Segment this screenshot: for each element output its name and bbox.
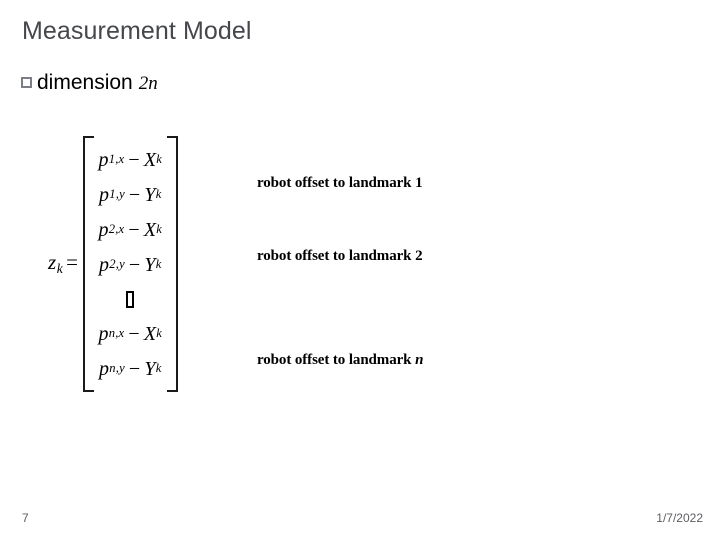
row-base-subscript: 1,y bbox=[109, 187, 125, 202]
lhs-variable: z bbox=[48, 250, 57, 275]
bullet-item-math: 2n bbox=[138, 73, 158, 94]
annotation-landmark-n: robot offset to landmark n bbox=[257, 352, 423, 369]
row-term: X bbox=[143, 322, 157, 345]
row-term: X bbox=[143, 148, 157, 171]
page-title: Measurement Model bbox=[22, 17, 252, 45]
annotation-text: robot offset to landmark bbox=[257, 248, 416, 264]
row-term: Y bbox=[144, 183, 156, 206]
vertical-ellipsis-missing-glyph-icon bbox=[126, 290, 135, 308]
annotation-index: n bbox=[415, 352, 424, 368]
row-base-subscript: 2,y bbox=[109, 257, 125, 272]
row-operator: − bbox=[128, 148, 140, 171]
annotation-index: 1 bbox=[415, 175, 423, 191]
row-term-subscript: k bbox=[156, 326, 163, 341]
row-term-subscript: k bbox=[156, 152, 163, 167]
row-base-subscript: n,x bbox=[108, 326, 125, 341]
row-term: X bbox=[143, 218, 157, 241]
row-term-subscript: k bbox=[155, 361, 162, 376]
footer-page-number: 7 bbox=[22, 511, 29, 525]
annotation-landmark-2: robot offset to landmark 2 bbox=[257, 248, 423, 265]
row-term: Y bbox=[144, 253, 156, 276]
row-operator: − bbox=[128, 183, 141, 206]
row-base-subscript: 2,x bbox=[108, 222, 125, 237]
lhs-subscript: k bbox=[56, 261, 64, 277]
row-term-subscript: k bbox=[155, 187, 162, 202]
row-term-subscript: k bbox=[156, 222, 163, 237]
row-term: Y bbox=[144, 357, 156, 380]
row-base-subscript: n,y bbox=[109, 361, 125, 376]
row-base: p bbox=[98, 148, 109, 171]
row-base: p bbox=[98, 218, 109, 241]
equals-sign: = bbox=[66, 250, 79, 275]
hollow-square-bullet-icon bbox=[21, 77, 32, 88]
footer-date: 1/7/2022 bbox=[656, 511, 703, 525]
row-operator: − bbox=[128, 357, 141, 380]
row-operator: − bbox=[128, 253, 141, 276]
annotation-index: 2 bbox=[415, 248, 423, 264]
row-operator: − bbox=[128, 322, 140, 345]
row-base: p bbox=[99, 183, 110, 206]
annotation-text: robot offset to landmark bbox=[257, 175, 416, 191]
row-base: p bbox=[99, 253, 110, 276]
row-term-subscript: k bbox=[155, 257, 162, 272]
row-operator: − bbox=[128, 218, 140, 241]
row-base-subscript: 1,x bbox=[108, 152, 125, 167]
annotation-landmark-1: robot offset to landmark 1 bbox=[257, 175, 423, 192]
row-base: p bbox=[98, 322, 109, 345]
equation-left-hand-side: zk= bbox=[48, 250, 79, 277]
bullet-item-label: dimension bbox=[37, 71, 133, 94]
row-base: p bbox=[99, 357, 110, 380]
bullet-item-dimension: dimension 2n bbox=[21, 71, 158, 95]
annotation-text: robot offset to landmark bbox=[257, 352, 416, 368]
matrix-row-ellipsis bbox=[126, 282, 135, 316]
